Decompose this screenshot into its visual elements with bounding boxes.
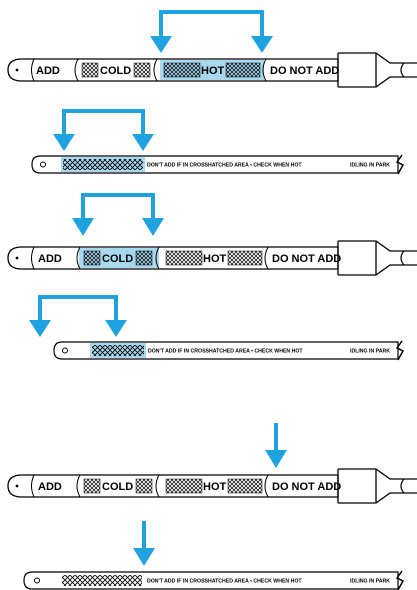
add-label: ADD: [36, 65, 60, 77]
bracket-arrow-icon: [53, 109, 154, 151]
cold-label: COLD: [100, 65, 131, 77]
panel-2-gauge: DON'T ADD IF IN CROSSHATCHED AREA • CHEC…: [31, 109, 405, 175]
panel-6-gauge: DON'T ADD IF IN CROSSHATCHED AREA • CHEC…: [23, 521, 405, 590]
down-arrow-icon: [133, 521, 155, 566]
cold-label: COLD: [102, 481, 133, 493]
hole-icon: [40, 161, 46, 168]
warning-label: DON'T ADD IF IN CROSSHATCHED AREA • CHEC…: [148, 349, 303, 355]
warning-label: DON'T ADD IF IN CROSSHATCHED AREA • CHEC…: [147, 163, 302, 169]
dipstick-body: ADD COLD HOT DO NOT ADD: [7, 240, 417, 276]
cold-label: COLD: [102, 253, 133, 265]
do-not-add-label: DO NOT ADD: [272, 481, 341, 493]
break-icon: [395, 570, 405, 590]
panel-5-dipstick: ADD COLD HOT DO NOT ADD: [7, 423, 417, 504]
gauge-strip: DON'T ADD IF IN CROSSHATCHED AREA • CHEC…: [23, 570, 405, 590]
panel-1-dipstick: ADD COLD HOT DO NOT ADD: [7, 10, 417, 88]
do-not-add-label: DO NOT ADD: [272, 253, 341, 265]
bracket-arrow-icon: [72, 193, 164, 236]
hot-label: HOT: [203, 481, 227, 493]
panel-3-dipstick: ADD COLD HOT DO NOT ADD: [7, 193, 417, 276]
hole-icon: [15, 484, 19, 488]
break-icon: [395, 340, 405, 361]
idling-label: IDLING IN PARK: [350, 163, 390, 169]
hole-icon: [34, 577, 40, 584]
hole-icon: [62, 347, 68, 354]
gauge-strip: DON'T ADD IF IN CROSSHATCHED AREA • CHEC…: [31, 154, 405, 175]
warning-label: DON'T ADD IF IN CROSSHATCHED AREA • CHEC…: [147, 579, 302, 585]
gauge-strip: DON'T ADD IF IN CROSSHATCHED AREA • CHEC…: [53, 340, 405, 361]
idling-label: IDLING IN PARK: [350, 579, 390, 585]
hot-label: HOT: [203, 253, 227, 265]
hole-icon: [15, 68, 19, 72]
hot-label: HOT: [201, 65, 225, 77]
idling-label: IDLING IN PARK: [350, 349, 390, 355]
bracket-arrow-icon: [29, 295, 127, 337]
add-label: ADD: [38, 481, 62, 493]
down-arrow-icon: [265, 423, 287, 468]
dipstick-body: ADD COLD HOT DO NOT ADD: [7, 468, 417, 504]
panel-4-gauge: DON'T ADD IF IN CROSSHATCHED AREA • CHEC…: [29, 295, 405, 361]
bracket-arrow-icon: [150, 10, 273, 53]
break-icon: [395, 154, 405, 175]
hole-icon: [15, 256, 19, 260]
do-not-add-label: DO NOT ADD: [270, 65, 339, 77]
add-label: ADD: [38, 253, 62, 265]
dipstick-body: ADD COLD HOT DO NOT ADD: [7, 52, 417, 88]
